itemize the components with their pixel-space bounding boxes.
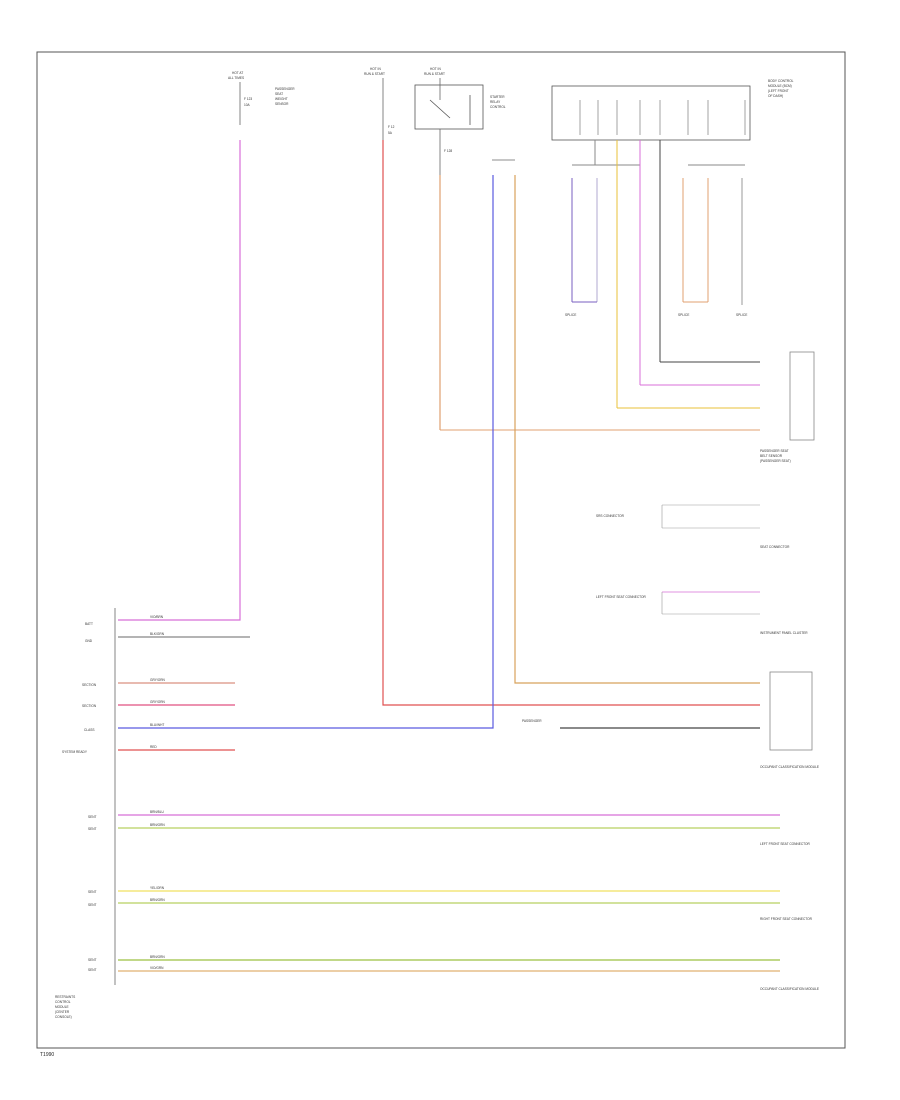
bcm-label-1: BODY CONTROL xyxy=(768,79,794,83)
fuse-label-2: F 12 xyxy=(388,125,395,129)
pin-label-section-1: SECTION xyxy=(82,683,97,687)
fuse-block-1-line2: ALL TIMES xyxy=(228,76,244,80)
wire-blue xyxy=(118,175,494,729)
pin-label-sent-5: SENT xyxy=(88,958,97,962)
splice-a-label: SPLICE xyxy=(565,313,576,317)
ocm-sensor-label: PASSENGER xyxy=(522,719,542,723)
pin-label-class: CLASS xyxy=(84,728,94,732)
right-label-ocm: OCCUPANT CLASSIFICATION MODULE xyxy=(760,765,819,769)
fuse-label-1: F 123 xyxy=(244,97,252,101)
left-module-label-1: RESTRAINTS xyxy=(55,995,75,999)
relay-block: HOT IN RUN & START STARTER RELAY CONTROL… xyxy=(414,67,515,175)
bcm-label-3: (LEFT FRONT xyxy=(768,89,789,93)
sensor-label-4: SENSOR xyxy=(275,102,289,106)
wires xyxy=(118,140,780,972)
bcm-label-4: OF DASH) xyxy=(768,94,783,98)
figure-id: T1990 xyxy=(40,1052,54,1058)
ocm-module: OCCUPANT CLASSIFICATION MODULE PASSENGER xyxy=(522,671,819,769)
pin-label-sent-3: SENT xyxy=(88,890,97,894)
wire-color-11: BRN/GRN xyxy=(150,955,165,959)
fuse-amp-1: 10A xyxy=(244,103,251,107)
wire-color-12: VIO/GRN xyxy=(150,966,164,970)
fuse-amp-2: 5A xyxy=(388,131,393,135)
left-module-label-3: MODULE xyxy=(55,1005,69,1009)
dest-lf-seat: LEFT FRONT SEAT CONNECTOR xyxy=(760,842,811,846)
wire-color-4: GRY/ORN xyxy=(150,700,166,704)
seat-module-label-2: BELT SENSOR xyxy=(760,454,783,458)
pin-label-sent-4: SENT xyxy=(88,903,97,907)
pin-label-batt: BATT xyxy=(85,622,93,626)
fuse-block-3-line1: HOT IN xyxy=(430,67,441,71)
relay-label-3: CONTROL xyxy=(490,105,506,109)
wire-color-3: GRY/ORN xyxy=(150,678,166,682)
bcm-outputs: SPLICE SPLICE SPLICE xyxy=(565,140,747,408)
wire-color-5: BLU/WHT xyxy=(150,723,164,727)
left-module-label-5: CONSOLE) xyxy=(55,1015,72,1019)
sensor-label-3: WEIGHT xyxy=(275,97,288,101)
wire-red xyxy=(382,140,760,706)
relay-label-1: STARTER xyxy=(490,95,505,99)
relay-label-2: RELAY xyxy=(490,100,501,104)
pin-label-sent-1: SENT xyxy=(88,815,97,819)
pin-label-gnd: GND xyxy=(85,639,93,643)
wire-color-1: VIO/BRN xyxy=(150,615,164,619)
right-label-ipc: INSTRUMENT PANEL CLUSTER xyxy=(760,631,808,635)
fuse-block-1-line1: HOT AT xyxy=(232,71,243,75)
fuse-block-2-line1: HOT IN xyxy=(370,67,381,71)
fuse-block-2-line2: RUN & START xyxy=(364,72,385,76)
dest-rf-seat: RIGHT FRONT SEAT CONNECTOR xyxy=(760,917,813,921)
wire-color-6: RED xyxy=(150,745,157,749)
seat-module-label-1: PASSENGER SEAT xyxy=(760,449,789,453)
sensor-label-2: SEAT xyxy=(275,92,283,96)
wire-color-labels: VIO/BRN BLK/GRN GRY/ORN GRY/ORN BLU/WHT … xyxy=(150,615,166,970)
seat-module-label-3: (PASSENGER SEAT) xyxy=(760,459,791,463)
sent-row-destinations: LEFT FRONT SEAT CONNECTOR RIGHT FRONT SE… xyxy=(760,842,819,991)
splice-c-label: SPLICE xyxy=(736,313,747,317)
right-label-seat: SEAT CONNECTOR xyxy=(760,545,790,549)
diagram-border xyxy=(36,51,846,1049)
restraints-module: RESTRAINTS CONTROL MODULE (CENTER CONSOL… xyxy=(55,608,116,1019)
right-label-lf-seat: LEFT FRONT SEAT CONNECTOR xyxy=(596,595,647,599)
wire-orange-2 xyxy=(514,175,760,684)
right-label-srs: SRS CONNECTOR xyxy=(596,514,625,518)
relay-box xyxy=(414,84,484,130)
bcm-module: BODY CONTROL MODULE (BCM) (LEFT FRONT OF… xyxy=(551,79,794,141)
wire-color-10: BRN/GRN xyxy=(150,898,165,902)
bcm-label-2: MODULE (BCM) xyxy=(768,84,792,88)
fuse-label-3: F 128 xyxy=(444,149,452,153)
fuse-feed-1: HOT AT ALL TIMES F 123 10A PASSENGER SEA… xyxy=(228,71,295,125)
pin-label-system-ready: SYSTEM READY xyxy=(62,750,88,754)
wire-color-8: BRN/GRN xyxy=(150,823,165,827)
dest-ocm: OCCUPANT CLASSIFICATION MODULE xyxy=(760,987,819,991)
wire-color-9: YEL/ORN xyxy=(150,886,165,890)
fuse-block-3-line2: RUN & START xyxy=(424,72,445,76)
left-module-label-4: (CENTER xyxy=(55,1010,70,1014)
seat-belt-connector: PASSENGER SEAT BELT SENSOR (PASSENGER SE… xyxy=(440,351,815,463)
sensor-label-1: PASSENGER xyxy=(275,87,295,91)
fuse-feed-2: HOT IN RUN & START F 12 5A xyxy=(364,67,395,140)
pin-label-sent-6: SENT xyxy=(88,968,97,972)
splice-b-label: SPLICE xyxy=(678,313,689,317)
right-mid-connectors: SRS CONNECTOR SEAT CONNECTOR LEFT FRONT … xyxy=(596,504,808,635)
pin-label-section-2: SECTION xyxy=(82,704,97,708)
wire-color-7: BRN/BLU xyxy=(150,810,165,814)
wire-color-2: BLK/GRN xyxy=(150,632,165,636)
wire-batt xyxy=(118,140,241,621)
left-module-label-2: CONTROL xyxy=(55,1000,71,1004)
left-pin-labels: BATT GND SECTION SECTION CLASS SYSTEM RE… xyxy=(62,622,97,972)
pin-label-sent-2: SENT xyxy=(88,827,97,831)
